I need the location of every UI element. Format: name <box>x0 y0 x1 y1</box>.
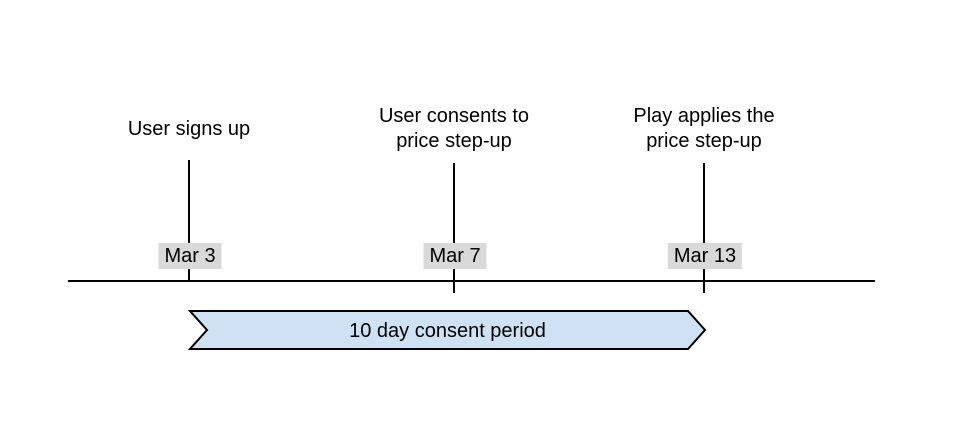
timeline-axis <box>68 280 875 282</box>
consent-period-label: 10 day consent period <box>349 320 546 342</box>
tick-line-mar-7 <box>453 163 455 293</box>
tick-line-mar-3 <box>188 160 190 281</box>
date-label-mar-7: Mar 7 <box>423 243 487 269</box>
chevron-banner-shape <box>187 310 707 350</box>
event-label-play-applies: Play applies the price step-up <box>574 104 834 154</box>
date-label-mar-3: Mar 3 <box>158 243 222 269</box>
event-label-line: price step-up <box>646 130 762 152</box>
tick-line-mar-13 <box>703 163 705 293</box>
date-label-mar-13: Mar 13 <box>667 243 743 269</box>
consent-period-banner <box>187 310 707 350</box>
event-label-user-signs-up: User signs up <box>59 117 319 142</box>
event-label-line: User consents to <box>378 105 530 127</box>
event-label-line: Play applies the <box>633 105 775 127</box>
event-label-line: price step-up <box>396 130 512 152</box>
event-label-user-consents: User consents to price step-up <box>324 104 584 154</box>
event-label-line: User signs up <box>127 118 251 140</box>
